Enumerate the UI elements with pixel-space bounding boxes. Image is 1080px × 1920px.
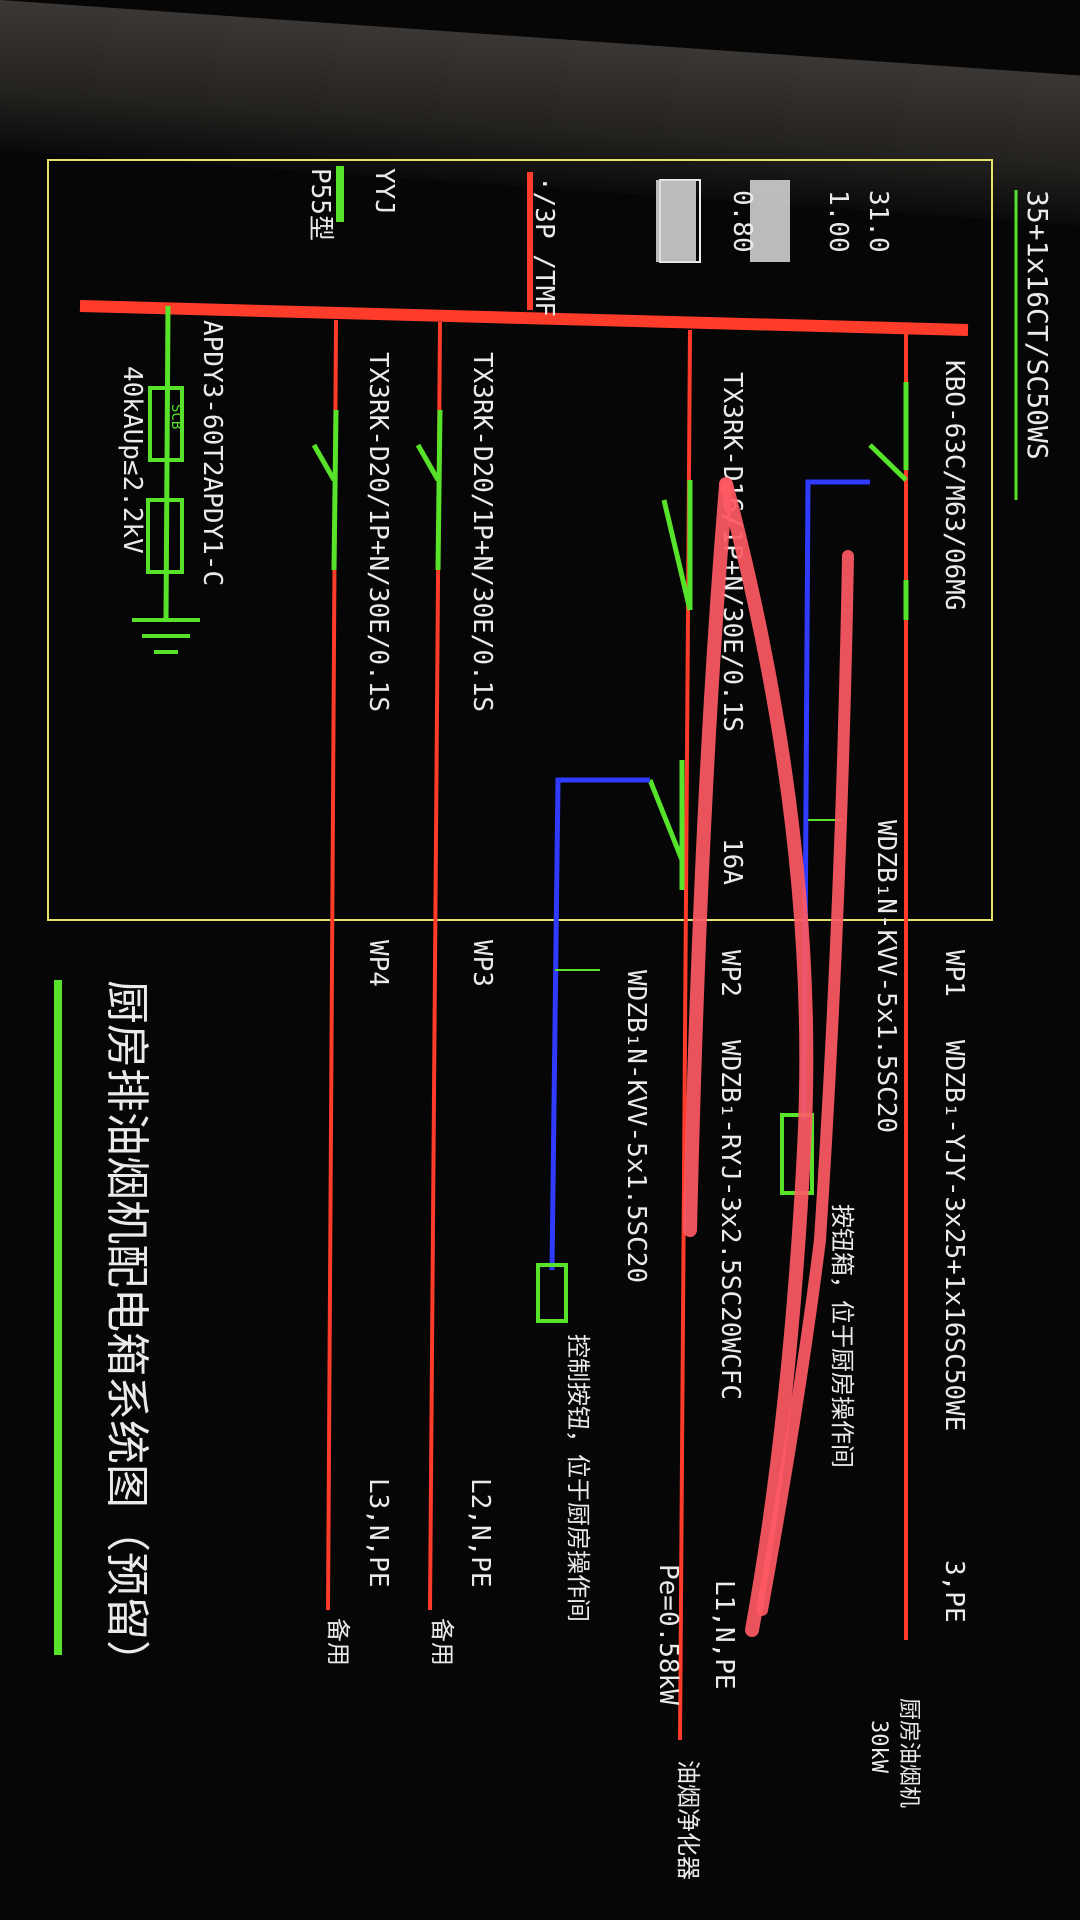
diagram-title: 厨房排油烟机配电箱系统图（预留） — [101, 980, 152, 1684]
control-cable-1-label: WDZB₁N-KVV-5x1.5SC20 — [871, 820, 901, 1133]
wp3-phase-label: L2,N,PE — [465, 1478, 495, 1588]
scribble-mark-3 — [683, 479, 733, 1237]
control-wire-2 — [549, 777, 650, 1271]
incoming-note-label: ·/3P /TMF — [529, 176, 559, 317]
wp2-phase-label: L1,N,PE — [709, 1580, 739, 1690]
wp1-load-label: 厨房油烟机 — [896, 1698, 921, 1808]
wp1-cable-label: WDZB₁-YJY-3x25+1x16SC50WE — [939, 1040, 969, 1431]
wp1-phase-label: 3,PE — [939, 1560, 969, 1623]
wp2-breaker-contact — [661, 499, 693, 611]
cable-type-label: YYJ — [369, 168, 399, 215]
wp4-green-segment — [331, 409, 339, 571]
spd-scb-label: SCB — [168, 404, 184, 429]
spd-arrester-box — [146, 498, 184, 574]
wp3-breaker-label: TX3RK-D20/1P+N/30E/0.1S — [467, 352, 497, 712]
wp2-cable-label: WDZB₁-RYJ-3x2.5SC20WCFC — [715, 1040, 745, 1400]
control-cable-2-label: WDZB₁N-KVV-5x1.5SC20 — [621, 970, 651, 1283]
wp4-load-label: 备用 — [324, 1618, 352, 1666]
main-busbar — [79, 300, 969, 336]
param-box-3 — [656, 180, 696, 262]
param-3-label: 0.80 — [727, 190, 757, 253]
scribble-mark-1 — [719, 477, 814, 1637]
button-box-label: 按钮箱，位于厨房操作间 — [828, 1204, 856, 1468]
param-2-label: 1.00 — [823, 190, 853, 253]
wp2-id-label: WP2 — [715, 950, 745, 997]
wp1-breaker-contact — [868, 443, 908, 482]
box-frame — [47, 159, 993, 921]
labels-rotated: 35+1x16CT/SC50WS ·/3P /TMF 31.0 1.00 0.8… — [101, 168, 1054, 1880]
wp2-rating-label: 16A — [717, 838, 747, 885]
incoming-cable-label: 35+1x16CT/SC50WS — [1021, 190, 1054, 460]
scribble-mark-2 — [756, 550, 854, 1616]
wp4-phase-label: L3,N,PE — [363, 1478, 393, 1588]
spd-model-label: APDY3-60T2APDY1-C — [197, 320, 227, 586]
wp2-pe-label: Pe=0.58kW — [653, 1564, 683, 1705]
wp4-breaker-contact — [311, 443, 337, 482]
param-box-2 — [750, 180, 790, 262]
wp2-contactor — [647, 779, 685, 861]
wp3-breaker-contact — [415, 443, 441, 482]
spd-scb-box — [148, 386, 184, 462]
wp4-id-label: WP4 — [363, 940, 393, 987]
wp4-breaker-label: TX3RK-D20/1P+N/30E/0.1S — [363, 352, 393, 712]
control-button-label: 控制按钮，位于厨房操作间 — [564, 1334, 592, 1622]
cable-model-label: P55型 — [305, 168, 335, 241]
wp3-green-segment — [435, 409, 443, 571]
wp2-load-label: 油烟净化器 — [674, 1760, 702, 1880]
spd-line — [163, 305, 171, 621]
wp3-id-label: WP3 — [467, 940, 497, 987]
control-button-symbol — [536, 1263, 568, 1323]
wp1-breaker-label: KBO-63C/M63/06MG — [939, 360, 969, 610]
wp1-id-label: WP1 — [939, 950, 969, 997]
spd-spec-label: 40kAUp≤2.2kV — [117, 366, 147, 554]
param-1-label: 31.0 — [863, 190, 893, 253]
wp3-load-label: 备用 — [428, 1618, 456, 1666]
wp1-power-label: 30kW — [866, 1720, 891, 1774]
